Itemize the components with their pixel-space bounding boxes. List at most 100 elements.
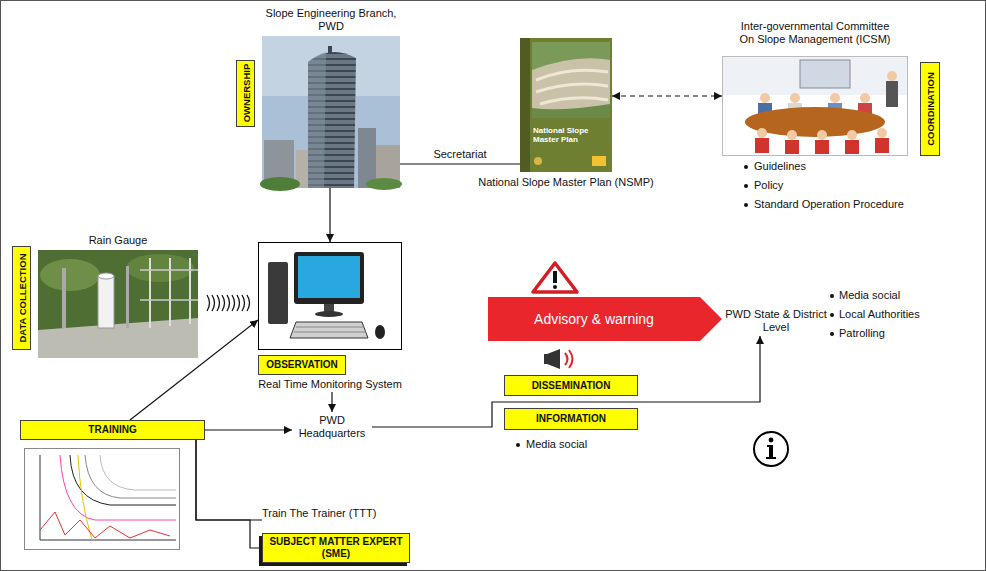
building-photo-part bbox=[366, 178, 402, 190]
warning-triangle-part bbox=[553, 285, 557, 289]
computer-icon-part bbox=[259, 243, 402, 350]
channel-item: Media social bbox=[839, 289, 900, 302]
rain-gauge-photo-part bbox=[150, 258, 190, 328]
connector-line bbox=[400, 163, 520, 164]
megaphone-icon bbox=[544, 349, 573, 369]
training-tag: TRAINING bbox=[20, 420, 205, 440]
warning-triangle bbox=[533, 263, 577, 292]
tag-text: SUBJECT MATTER EXPERT (SME) bbox=[267, 536, 405, 560]
megaphone-icon-part bbox=[565, 350, 573, 368]
rain-gauge-photo-part bbox=[40, 259, 100, 291]
master-plan-cover-part bbox=[534, 157, 542, 165]
procedure-item: Standard Operation Procedure bbox=[754, 198, 904, 211]
computer-icon-part bbox=[315, 311, 343, 317]
building-photo-part bbox=[260, 177, 300, 191]
connector-line bbox=[205, 429, 292, 430]
gauge-title: Rain Gauge bbox=[38, 234, 198, 247]
committee-meeting-picture-part bbox=[847, 130, 857, 140]
bullet-dots-part bbox=[830, 313, 834, 317]
master-plan-cover-part bbox=[520, 38, 612, 172]
committee-meeting-picture-part bbox=[860, 93, 870, 103]
tag-text: DATA COLLECTION bbox=[16, 253, 27, 342]
megaphone-icon-part bbox=[547, 349, 560, 369]
committee-meeting-picture bbox=[723, 57, 908, 156]
channel-item: Local Authorities bbox=[839, 308, 920, 321]
committee-meeting-picture-part bbox=[785, 140, 799, 154]
observation-tag: OBSERVATION bbox=[258, 355, 346, 375]
data-collection-tag: DATA COLLECTION bbox=[12, 246, 31, 350]
tag-text: INFORMATION bbox=[536, 413, 606, 425]
sme-tag: SUBJECT MATTER EXPERT (SME) bbox=[262, 533, 410, 563]
computer-icon-part bbox=[375, 325, 385, 339]
info-icon-part bbox=[754, 432, 788, 466]
committee-meeting-picture-part bbox=[875, 138, 889, 153]
information-tag: INFORMATION bbox=[504, 408, 638, 430]
ownership-tag: OWNERSHIP bbox=[236, 60, 255, 127]
bullet-dots-part bbox=[830, 332, 834, 336]
master-plan-cover-part bbox=[532, 42, 610, 70]
tag-text: COORDINATION bbox=[925, 72, 936, 146]
monitoring-computer: OBSERVATION Real Time Monitoring System bbox=[258, 242, 402, 392]
computer-icon-part bbox=[290, 322, 368, 338]
rain-gauge-box: Rain Gauge bbox=[38, 250, 198, 358]
committee-meeting-picture-part bbox=[800, 60, 850, 88]
threshold-chart-part bbox=[70, 455, 176, 505]
branch-title: Slope Engineering Branch, PWD bbox=[262, 7, 400, 33]
wireless-signal bbox=[207, 295, 250, 311]
headquarters-text: PWD Headquarters bbox=[292, 412, 372, 442]
threshold-chart-part bbox=[40, 455, 176, 540]
rain-gauge-photo-part bbox=[38, 250, 198, 358]
node-text: Train The Trainer (TTT) bbox=[262, 507, 376, 520]
tag-text: DISSEMINATION bbox=[532, 380, 611, 392]
committee-picture-box: Inter-governmental Committee On Slope Ma… bbox=[722, 56, 908, 156]
master-plan-cover-part bbox=[532, 42, 610, 118]
computer-icon-part bbox=[294, 252, 364, 304]
warning-triangle-part bbox=[533, 263, 577, 292]
threshold-chart bbox=[25, 449, 180, 550]
cover-title: National Slope Master Plan bbox=[533, 126, 609, 144]
committee-meeting-picture-part bbox=[723, 57, 907, 95]
connector-line bbox=[372, 336, 760, 427]
bullet-dots-part bbox=[744, 165, 748, 169]
dissemination-tag: DISSEMINATION bbox=[504, 375, 638, 396]
channel-item: Patrolling bbox=[839, 327, 885, 340]
committee-meeting-picture-part bbox=[790, 93, 800, 103]
rain-gauge-photo-part bbox=[140, 270, 198, 300]
master-plan-book: National Slope Master PlanNational Slope… bbox=[520, 38, 612, 172]
building-photo-part bbox=[308, 52, 326, 188]
threshold-chart-part bbox=[100, 455, 176, 490]
threshold-chart-part bbox=[25, 449, 180, 550]
rain-gauge-photo-part bbox=[62, 268, 66, 328]
connector-group bbox=[130, 96, 760, 548]
policy-item: Policy bbox=[754, 179, 783, 192]
committee-meeting-picture-part bbox=[757, 128, 767, 138]
monitoring-caption: Real Time Monitoring System bbox=[258, 378, 402, 391]
information-item: Media social bbox=[526, 438, 587, 451]
connector-line bbox=[612, 95, 722, 96]
committee-meeting-picture-part bbox=[815, 140, 829, 154]
computer-icon bbox=[259, 243, 402, 350]
connector-line bbox=[196, 440, 262, 520]
building-photo-part bbox=[328, 46, 332, 54]
tag-text: TRAINING bbox=[88, 424, 136, 436]
threshold-chart-part bbox=[40, 512, 170, 538]
threshold-chart-part bbox=[60, 455, 176, 520]
bullet-dots-part bbox=[830, 294, 834, 298]
threshold-chart-part bbox=[78, 455, 92, 540]
computer-icon-part bbox=[324, 304, 334, 312]
computer-icon-part bbox=[294, 327, 366, 332]
node-text: PWD Headquarters bbox=[292, 414, 372, 440]
computer-icon-part bbox=[298, 256, 360, 298]
state-district-text: PWD State & District Level bbox=[724, 306, 828, 336]
master-plan-cover-part bbox=[592, 156, 606, 166]
info-icon-part bbox=[769, 438, 774, 443]
tag-text: OWNERSHIP bbox=[240, 64, 251, 123]
master-plan-cover-part bbox=[536, 70, 608, 104]
master-plan-cover bbox=[520, 38, 612, 172]
rain-gauge-photo-part bbox=[98, 273, 114, 279]
rain-gauge-photo-part bbox=[126, 266, 129, 328]
advisory-text: Advisory & warning bbox=[488, 297, 700, 341]
